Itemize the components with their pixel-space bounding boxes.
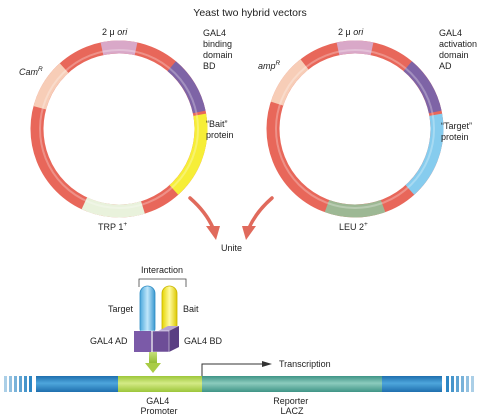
dna-end-dash xyxy=(4,376,7,392)
promoter-label: GAL4 Promoter xyxy=(140,396,177,416)
leu2-segment xyxy=(324,199,386,218)
plasmid-right xyxy=(266,40,444,218)
resistance-segment xyxy=(270,59,309,106)
left-marker-label: TRP 1+ xyxy=(98,221,127,232)
dna-end-dash xyxy=(466,376,469,392)
dna-end-dash xyxy=(19,376,22,392)
dna-end-dash xyxy=(29,376,32,392)
left-domain-label: GAL4 binding domain BD xyxy=(203,28,235,71)
transcription-label: Transcription xyxy=(279,359,331,369)
left-protein-label: “Bait” protein xyxy=(206,119,234,140)
gal4-domains xyxy=(133,326,179,353)
left-unite-arrow xyxy=(188,196,215,230)
ori-segment xyxy=(336,40,374,56)
unite-label: Unite xyxy=(221,243,242,253)
gal4-ad-label: GAL4 AD xyxy=(90,336,128,346)
right-ori-label: 2 μ ori xyxy=(338,27,364,37)
reporter-label: Reporter LACZ xyxy=(273,396,311,416)
gal4-bd-label: GAL4 BD xyxy=(184,336,223,346)
dna-end-dash xyxy=(24,376,27,392)
promoter-region xyxy=(118,376,202,392)
left-resistance-label: CamR xyxy=(19,66,43,77)
right-resistance-label: ampR xyxy=(258,60,281,71)
right-marker-label: LEU 2+ xyxy=(339,221,368,232)
dna-end-dash xyxy=(446,376,449,392)
right-domain-label: GAL4 activation domain AD xyxy=(439,28,480,71)
left-unite-arrowhead xyxy=(206,226,220,240)
dna-strand xyxy=(4,376,474,392)
interaction-bracket: Interaction xyxy=(138,265,187,287)
ori-segment xyxy=(100,40,138,56)
bait-label: Bait xyxy=(183,304,199,314)
transcription-arrow xyxy=(201,361,272,376)
ad-segment xyxy=(403,61,442,114)
ring-highlight xyxy=(275,49,435,209)
right-protein-label: “Target” protein xyxy=(441,121,475,142)
plasmid-right-labels: 2 μ ori ampR GAL4 activation domain AD “… xyxy=(258,27,480,232)
ring-highlight xyxy=(39,49,199,209)
resistance-segment xyxy=(33,63,69,110)
bd-segment xyxy=(167,61,206,114)
dna-end-dash xyxy=(461,376,464,392)
dna-end-dash xyxy=(471,376,474,392)
binding-stem xyxy=(145,352,161,373)
plasmid-left xyxy=(30,40,208,218)
trp1-segment xyxy=(81,197,145,218)
dna-end-dash xyxy=(451,376,454,392)
bait-segment xyxy=(169,113,208,195)
plasmid-left-labels: 2 μ ori CamR GAL4 binding domain BD “Bai… xyxy=(19,27,235,232)
dna-end-dash xyxy=(14,376,17,392)
unite-arrows xyxy=(188,196,274,240)
dna-end-dash xyxy=(9,376,12,392)
target-protein xyxy=(139,285,156,337)
right-unite-arrow xyxy=(247,196,274,230)
diagram-title: Yeast two hybrid vectors xyxy=(193,7,306,19)
right-unite-arrowhead xyxy=(242,226,256,240)
target-label: Target xyxy=(108,304,134,314)
reporter-region xyxy=(202,376,382,392)
dna-end-dash xyxy=(456,376,459,392)
interaction-label: Interaction xyxy=(141,265,183,275)
left-ori-label: 2 μ ori xyxy=(102,27,128,37)
target-segment xyxy=(405,113,444,195)
